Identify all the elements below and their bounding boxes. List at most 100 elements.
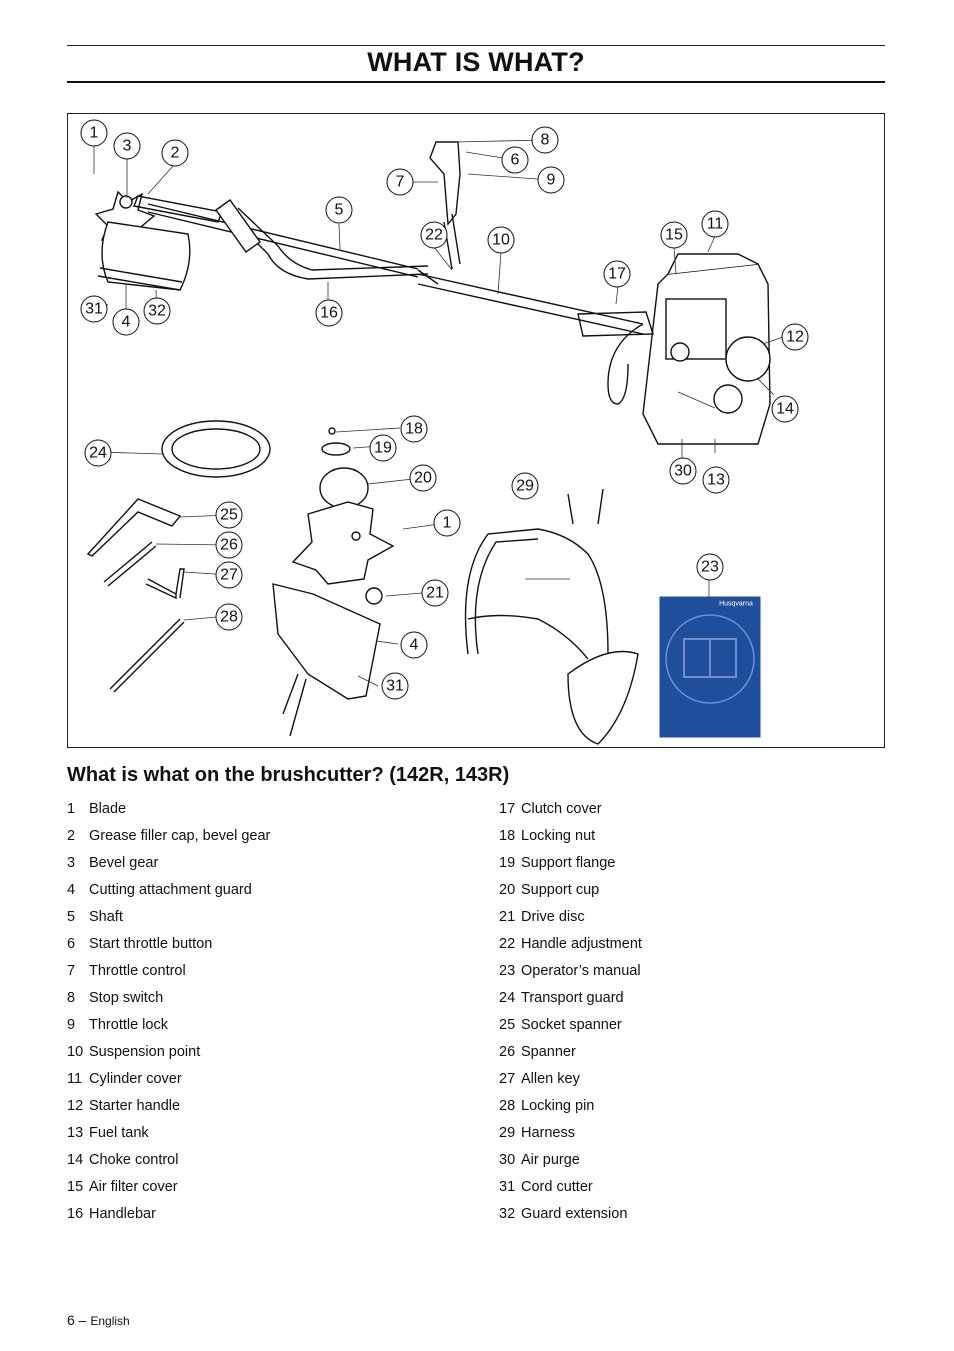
- diagram-drawing: Husqvarna 1 3 2 8 6 7 9 5 22 10 15 11 17…: [80, 119, 809, 745]
- header-rule-top: [67, 45, 885, 46]
- callout-32: 32: [143, 297, 171, 325]
- svg-text:4: 4: [410, 637, 419, 654]
- svg-text:27: 27: [220, 567, 238, 584]
- svg-text:1: 1: [90, 125, 99, 142]
- callout-24: 24: [84, 439, 112, 467]
- svg-text:26: 26: [220, 537, 238, 554]
- callout-5: 5: [325, 196, 353, 224]
- callout-7: 7: [386, 168, 414, 196]
- callout-30: 30: [669, 457, 697, 485]
- svg-text:31: 31: [386, 678, 404, 695]
- callout-26: 26: [215, 531, 243, 559]
- svg-text:15: 15: [665, 227, 683, 244]
- leader-lines: [93, 139, 784, 687]
- brushcutter-diagram: Husqvarna 1 3 2 8 6 7 9 5 22 10 15 11 17…: [67, 113, 885, 748]
- callout-10: 10: [487, 226, 515, 254]
- callout-1-a: 1: [80, 119, 108, 147]
- svg-text:8: 8: [541, 132, 550, 149]
- svg-text:17: 17: [608, 266, 626, 283]
- svg-text:9: 9: [547, 172, 556, 189]
- svg-text:7: 7: [396, 174, 405, 191]
- svg-text:2: 2: [171, 145, 180, 162]
- callout-23: 23: [696, 553, 724, 581]
- svg-text:29: 29: [516, 478, 534, 495]
- callout-6: 6: [501, 146, 529, 174]
- svg-text:23: 23: [701, 559, 719, 576]
- svg-text:4: 4: [122, 314, 131, 331]
- svg-text:32: 32: [148, 303, 166, 320]
- callout-1-b: 1: [433, 509, 461, 537]
- svg-text:28: 28: [220, 609, 238, 626]
- svg-text:5: 5: [335, 202, 344, 219]
- svg-text:6: 6: [511, 152, 520, 169]
- svg-text:10: 10: [492, 232, 510, 249]
- callout-8: 8: [531, 126, 559, 154]
- blade-parts-drawing: [272, 427, 395, 737]
- svg-text:22: 22: [425, 227, 443, 244]
- callout-25: 25: [215, 501, 243, 529]
- svg-text:18: 18: [405, 421, 423, 438]
- shaft-drawing: [147, 203, 644, 335]
- svg-text:31: 31: [85, 301, 103, 318]
- svg-text:14: 14: [776, 401, 794, 418]
- callout-11: 11: [701, 210, 729, 238]
- callout-4-a: 4: [112, 308, 140, 336]
- callout-2: 2: [161, 139, 189, 167]
- svg-text:25: 25: [220, 507, 238, 524]
- svg-text:12: 12: [786, 329, 804, 346]
- callout-19: 19: [369, 434, 397, 462]
- svg-text:30: 30: [674, 463, 692, 480]
- footer-language: English: [90, 1314, 130, 1328]
- callout-22: 22: [420, 221, 448, 249]
- callout-15: 15: [660, 221, 688, 249]
- svg-text:13: 13: [707, 472, 725, 489]
- tools-drawing: [86, 498, 185, 693]
- callout-17: 17: [603, 260, 631, 288]
- svg-text:21: 21: [426, 585, 444, 602]
- engine-drawing: [577, 253, 771, 445]
- callout-20: 20: [409, 464, 437, 492]
- callout-27: 27: [215, 561, 243, 589]
- callout-31-b: 31: [381, 672, 409, 700]
- harness-drawing: [464, 488, 639, 745]
- callout-3: 3: [113, 132, 141, 160]
- callout-28: 28: [215, 603, 243, 631]
- callout-16: 16: [315, 299, 343, 327]
- callout-14: 14: [771, 395, 799, 423]
- svg-text:24: 24: [89, 445, 107, 462]
- callout-18: 18: [400, 415, 428, 443]
- svg-text:11: 11: [707, 216, 724, 233]
- callout-9: 9: [537, 166, 565, 194]
- manual-brand-text: Husqvarna: [719, 601, 753, 608]
- transport-guard-drawing: [161, 420, 271, 478]
- page-number: 6 –: [67, 1312, 87, 1328]
- svg-text:3: 3: [123, 138, 132, 155]
- section-heading: What is what on the brushcutter? (142R, …: [67, 764, 510, 786]
- header-rule-bottom: [67, 81, 885, 83]
